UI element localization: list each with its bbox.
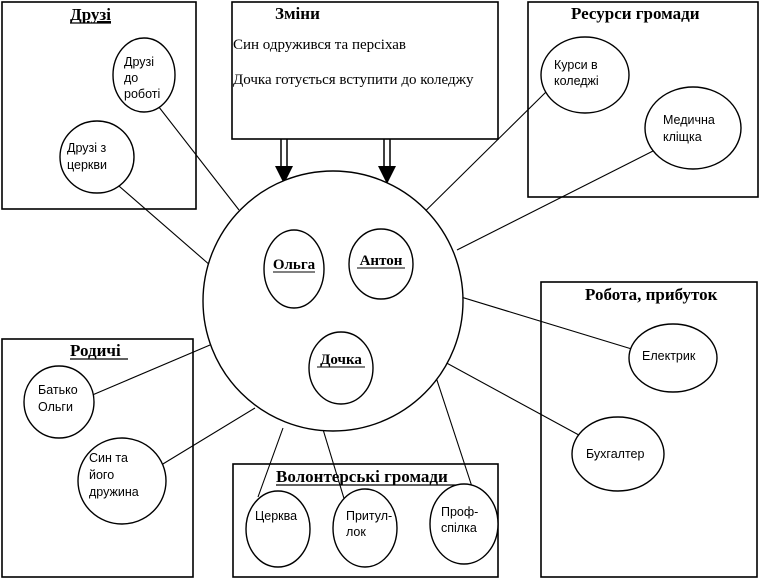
son-line2: його xyxy=(89,468,114,482)
daughter-ellipse[interactable] xyxy=(308,331,374,405)
electrician-node[interactable]: Електрик xyxy=(628,323,718,393)
change-daughter-text: Дочка готується вступити до коледжу xyxy=(233,72,474,88)
daughter-label: Дочка xyxy=(320,352,362,368)
courses-line2: коледжі xyxy=(554,74,599,88)
shelter-line2: лок xyxy=(346,525,366,539)
son-line1: Син та xyxy=(89,451,128,465)
olga-ellipse[interactable] xyxy=(263,229,325,309)
work-title: Робота, прибуток xyxy=(585,285,718,304)
friends-title: Друзі xyxy=(70,5,111,24)
clinic-line1: Медична xyxy=(663,113,715,127)
electrician-label: Електрик xyxy=(642,349,696,363)
resources-title: Ресурси громади xyxy=(571,4,700,23)
father-ellipse[interactable] xyxy=(23,365,95,439)
church-label: Церква xyxy=(255,509,297,523)
friends-church-line1: Друзі з xyxy=(67,141,107,155)
church-node[interactable]: Церква xyxy=(245,490,311,568)
friends-church-line2: церкви xyxy=(67,158,107,172)
accountant-ellipse[interactable] xyxy=(571,416,665,492)
daughter-node[interactable]: Дочка xyxy=(308,331,374,405)
courses-node[interactable]: Курси в коледжі xyxy=(540,36,630,114)
change-son-text: Син одружився та персіхав xyxy=(233,37,406,53)
father-line1: Батько xyxy=(38,383,78,397)
changes-group: Зміни Син одружився та персіхав Дочка го… xyxy=(231,1,499,140)
volunteer-title: Волонтерські громади xyxy=(276,467,448,486)
father-line2: Ольги xyxy=(38,400,73,414)
union-line2: спілка xyxy=(441,521,477,535)
union-line1: Проф- xyxy=(441,505,478,519)
union-ellipse[interactable] xyxy=(429,483,499,565)
clinic-line2: кліщка xyxy=(663,130,702,144)
olga-label: Ольга xyxy=(273,257,316,273)
changes-title: Зміни xyxy=(275,4,320,23)
change-arrows xyxy=(275,139,396,184)
church-ellipse[interactable] xyxy=(245,490,311,568)
arrow-left xyxy=(275,139,293,184)
friends-work-line3: роботі xyxy=(124,87,160,101)
anton-ellipse[interactable] xyxy=(348,228,414,300)
olga-node[interactable]: Ольга xyxy=(263,229,325,309)
line-father-olga xyxy=(89,344,211,397)
friends-work-line2: до xyxy=(124,71,138,85)
shelter-node[interactable]: Притул- лок xyxy=(332,488,398,568)
shelter-ellipse[interactable] xyxy=(332,488,398,568)
relatives-title: Родичі xyxy=(70,341,121,360)
union-node[interactable]: Проф- спілка xyxy=(429,483,499,565)
line-friends-work xyxy=(154,101,240,211)
friends-church-ellipse[interactable] xyxy=(59,120,135,194)
arrow-right xyxy=(378,139,396,184)
accountant-node[interactable]: Бухгалтер xyxy=(571,416,665,492)
friends-work-node[interactable]: Друзі до роботі xyxy=(112,37,176,113)
clinic-ellipse[interactable] xyxy=(644,86,742,170)
changes-box xyxy=(231,1,499,140)
line-son-wife xyxy=(152,407,256,471)
line-friends-church xyxy=(111,179,212,267)
electrician-ellipse[interactable] xyxy=(628,323,718,393)
anton-node[interactable]: Антон xyxy=(348,228,414,300)
son-line3: дружина xyxy=(89,485,139,499)
father-node[interactable]: Батько Ольги xyxy=(23,365,95,439)
courses-line1: Курси в xyxy=(554,58,598,72)
shelter-line1: Притул- xyxy=(346,509,392,523)
son-ellipse[interactable] xyxy=(77,437,167,525)
accountant-label: Бухгалтер xyxy=(586,447,644,461)
clinic-node[interactable]: Медична кліщка xyxy=(644,86,742,170)
line-church xyxy=(257,427,284,498)
line-family-clinic xyxy=(456,150,654,251)
son-node[interactable]: Син та його дружина xyxy=(77,437,167,525)
friends-church-node[interactable]: Друзі з церкви xyxy=(59,120,135,194)
courses-ellipse[interactable] xyxy=(540,36,630,114)
anton-label: Антон xyxy=(360,253,403,269)
friends-work-ellipse[interactable] xyxy=(112,37,176,113)
friends-work-line1: Друзі xyxy=(124,55,154,69)
